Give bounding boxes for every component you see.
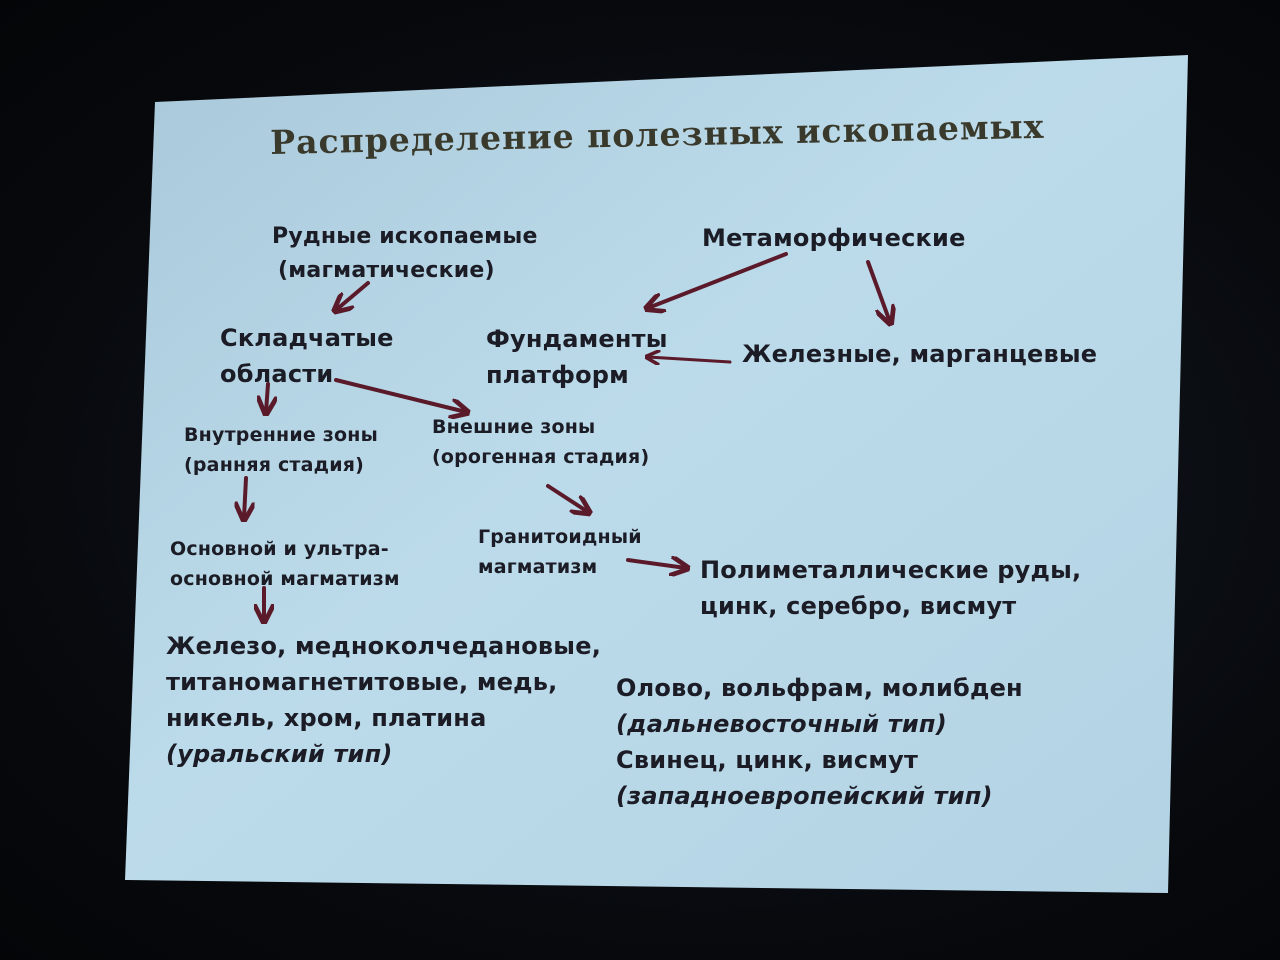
- node-folded-areas-line2: области: [220, 360, 334, 388]
- node-polymetallic-line1: Полиметаллические руды,: [700, 556, 1082, 584]
- node-basic-magmatism-line2: основной магматизм: [170, 568, 400, 590]
- node-platform-basement-line2: платформ: [486, 361, 629, 389]
- node-ural-type: Железо, медноколчедановые, титаномагнети…: [166, 628, 601, 772]
- node-iron-manganese-line1: Железные, марганцевые: [742, 340, 1098, 368]
- node-polymetallic-line2: цинк, серебро, висмут: [700, 592, 1017, 620]
- node-platform-basement: Фундаменты платформ: [486, 321, 668, 393]
- node-far-east-type-line4: (западноевропейский тип): [616, 782, 993, 810]
- node-ural-type-line4: (уральский тип): [166, 740, 393, 768]
- node-far-east-type: Олово, вольфрам, молибден (дальневосточн…: [616, 670, 1023, 814]
- node-ural-type-line2: титаномагнетитовые, медь,: [166, 668, 558, 696]
- node-outer-zones-line1: Внешние зоны: [432, 416, 596, 438]
- node-metamorphic-line1: Метаморфические: [702, 224, 966, 252]
- node-folded-areas-line1: Складчатые: [220, 324, 394, 352]
- node-far-east-type-line1: Олово, вольфрам, молибден: [616, 674, 1023, 702]
- node-ore-minerals-line2: (магматические): [278, 258, 495, 283]
- node-far-east-type-line2: (дальневосточный тип): [616, 710, 947, 738]
- node-ural-type-line3: никель, хром, платина: [166, 704, 487, 732]
- node-inner-zones-line1: Внутренние зоны: [184, 424, 378, 446]
- node-inner-zones-line2: (ранняя стадия): [184, 454, 365, 476]
- node-granitoid-magmatism-line2: магматизм: [478, 556, 598, 578]
- node-platform-basement-line1: Фундаменты: [486, 325, 668, 353]
- node-metamorphic: Метаморфические: [702, 220, 966, 256]
- node-basic-magmatism-line1: Основной и ультра-: [170, 538, 389, 560]
- node-granitoid-magmatism-line1: Гранитоидный: [478, 526, 642, 548]
- node-ore-minerals-line1: Рудные ископаемые: [272, 224, 538, 249]
- node-far-east-type-line3: Свинец, цинк, висмут: [616, 746, 919, 774]
- node-polymetallic-ores: Полиметаллические руды, цинк, серебро, в…: [700, 552, 1081, 624]
- node-ore-minerals: Рудные ископаемые (магматические): [272, 220, 538, 288]
- node-iron-manganese: Железные, марганцевые: [742, 336, 1097, 372]
- node-granitoid-magmatism: Гранитоидный магматизм: [478, 522, 642, 582]
- node-ural-type-line1: Железо, медноколчедановые,: [166, 632, 602, 660]
- node-folded-areas: Складчатые области: [220, 320, 394, 392]
- node-basic-magmatism: Основной и ультра- основной магматизм: [170, 534, 400, 594]
- node-outer-zones: Внешние зоны (орогенная стадия): [432, 412, 649, 472]
- node-inner-zones: Внутренние зоны (ранняя стадия): [184, 420, 378, 480]
- node-outer-zones-line2: (орогенная стадия): [432, 446, 650, 468]
